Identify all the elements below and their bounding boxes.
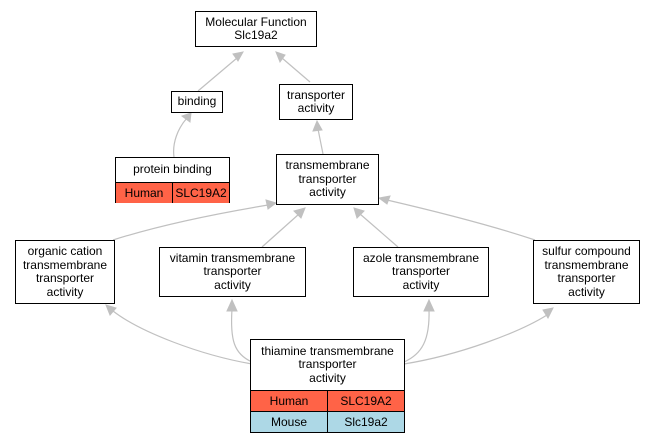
node-label: sulfur compound transmembrane transporte… <box>542 244 631 299</box>
node-label: vitamin transmembrane transporter activi… <box>169 250 296 292</box>
node-label: transmembrane transporter activity <box>285 158 370 200</box>
arrowhead-binding <box>180 112 192 123</box>
arrowhead-sulfur <box>542 307 554 320</box>
edge-sulfur-to-transmembrane <box>386 199 536 241</box>
edge-organic-cation-to-transmembrane <box>112 204 269 241</box>
annotation-row-mouse: Mouse Slc19a2 <box>251 411 404 432</box>
node-transporter-activity[interactable]: transporter activity <box>279 84 353 120</box>
node-label: thiamine transmembrane transporter activ… <box>261 343 394 385</box>
arrowhead-transmembrane-sulfur <box>377 195 391 205</box>
arrowhead-transmembrane-azole <box>353 207 365 219</box>
arrowhead-transporter <box>312 119 323 132</box>
species-cell: Human <box>116 183 172 203</box>
gene-cell: Slc19a2 <box>327 412 404 432</box>
edge-transporter-to-mf <box>281 57 311 83</box>
node-molecular-function[interactable]: Molecular Function Slc19a2 <box>195 11 317 47</box>
species-cell: Mouse <box>251 412 327 432</box>
node-binding[interactable]: binding <box>171 91 223 113</box>
arrowhead-transmembrane-organic <box>265 199 278 210</box>
node-azole-transmembrane[interactable]: azole transmembrane transporter activity <box>353 247 489 297</box>
node-sulfur-compound[interactable]: sulfur compound transmembrane transporte… <box>533 240 640 304</box>
gene-cell: SLC19A2 <box>327 391 404 411</box>
arrowhead-transmembrane-vitamin <box>293 207 306 219</box>
arrowhead-azole <box>423 298 435 312</box>
node-label: organic cation transmembrane transporter… <box>22 244 108 299</box>
node-vitamin-transmembrane[interactable]: vitamin transmembrane transporter activi… <box>159 247 306 297</box>
edge-transmembrane-to-transporter <box>317 128 324 155</box>
arrowhead-mf-transporter <box>275 51 286 64</box>
node-label: Molecular Function Slc19a2 <box>205 14 307 42</box>
node-label: azole transmembrane transporter activity <box>362 250 480 292</box>
node-transmembrane-transporter-activity[interactable]: transmembrane transporter activity <box>276 154 379 205</box>
edge-protein-binding-to-binding <box>173 117 188 158</box>
edge-thiamine-to-sulfur <box>403 314 548 365</box>
edge-thiamine-to-vitamin <box>230 308 253 363</box>
node-label: protein binding <box>133 162 212 177</box>
node-protein-binding[interactable]: protein binding Human SLC19A2 <box>115 157 230 203</box>
arrowhead-vitamin <box>226 298 238 312</box>
node-thiamine-transmembrane[interactable]: thiamine transmembrane transporter activ… <box>250 339 405 433</box>
arrowhead-mf-binding <box>232 51 244 62</box>
node-organic-cation[interactable]: organic cation transmembrane transporter… <box>15 240 115 304</box>
arrowhead-organic-cation <box>105 304 117 316</box>
edge-thiamine-to-organic-cation <box>112 310 253 365</box>
node-label: binding <box>177 94 217 109</box>
annotation-row-human: Human SLC19A2 <box>116 182 229 203</box>
edge-vitamin-to-transmembrane <box>261 213 300 248</box>
edge-binding-to-mf <box>197 57 238 92</box>
species-cell: Human <box>251 391 327 411</box>
gene-cell: SLC19A2 <box>172 183 229 203</box>
annotation-row-human: Human SLC19A2 <box>251 390 404 411</box>
node-label: transporter activity <box>286 87 346 115</box>
edge-thiamine-to-azole <box>403 308 430 363</box>
edge-azole-to-transmembrane <box>359 213 399 248</box>
